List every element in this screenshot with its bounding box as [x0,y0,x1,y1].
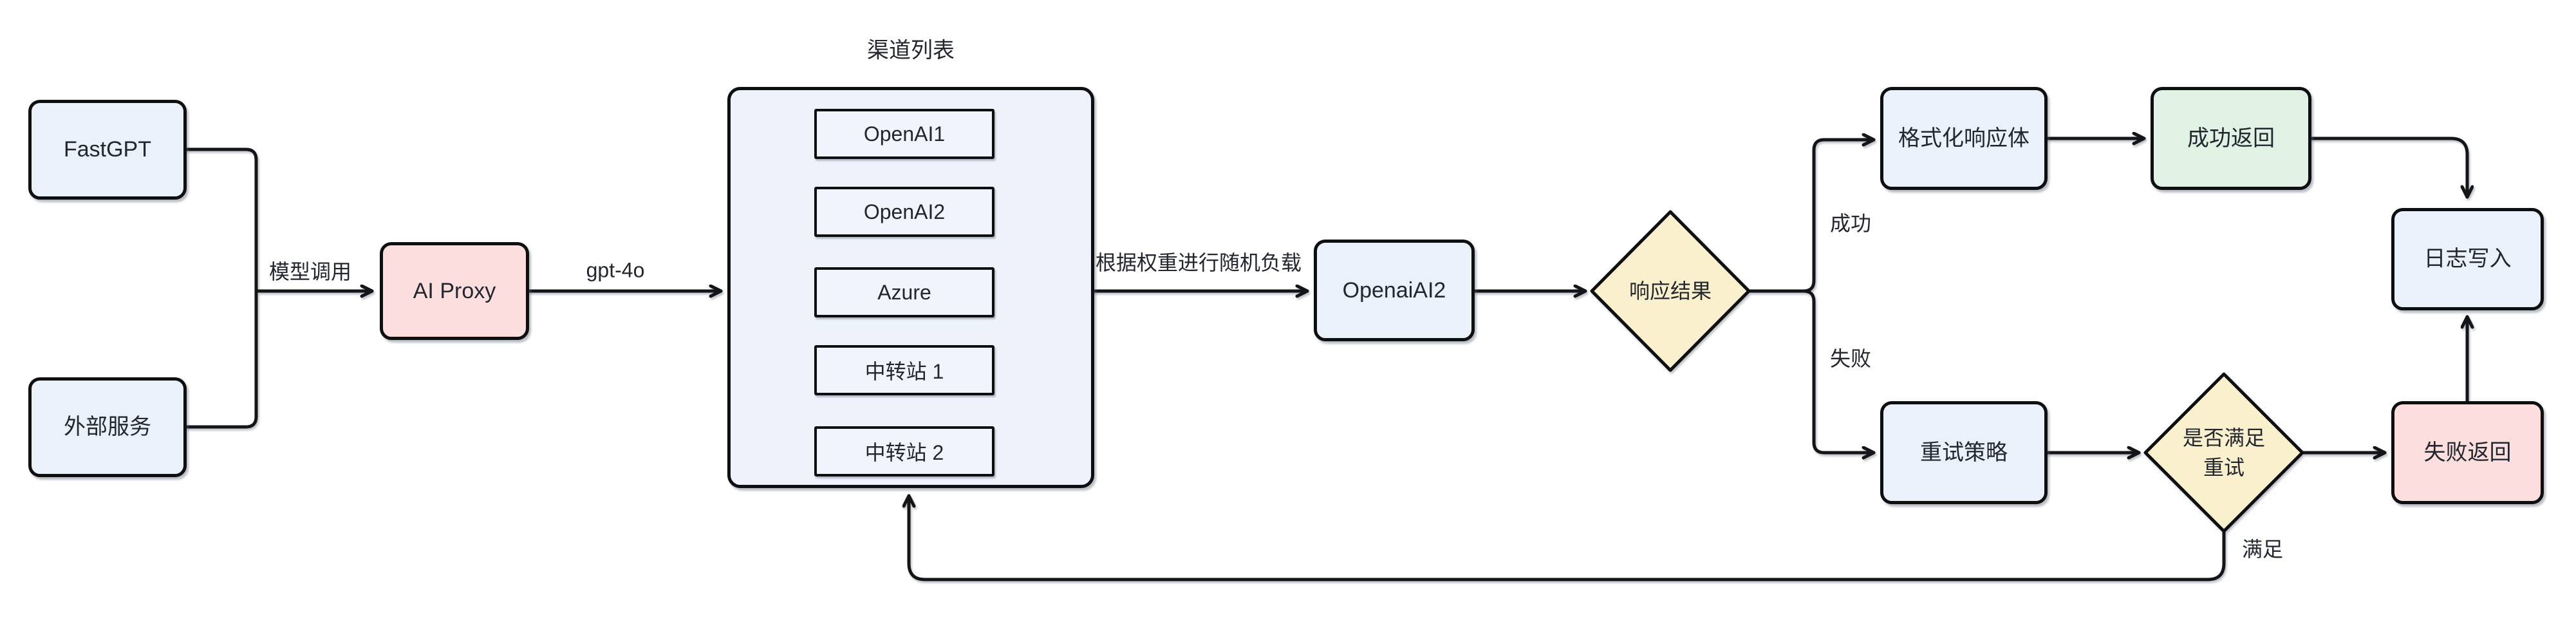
channel-item-openai2-label: OpenAI2 [863,200,946,223]
node-success-return-label: 成功返回 [2187,126,2275,151]
node-fastgpt-label: FastGPT [63,137,152,162]
node-format-response-body: 格式化响应体 [1880,87,2048,190]
node-format-response-body-label: 格式化响应体 [1898,126,2030,151]
decision-response-result-label: 响应结果 [1629,279,1712,303]
node-fail-return: 失败返回 [2391,401,2544,504]
channel-list-container: OpenAI1 OpenAI2 Azure 中转站 1 中转站 2 [727,87,1094,488]
edge-label-fail: 失败 [1829,347,1872,370]
decision-response-result-shape [1590,210,1751,372]
node-openai-ai2: OpenaiAI2 [1314,240,1475,341]
node-ai-proxy: AI Proxy [380,242,529,340]
channel-item-openai2: OpenAI2 [814,187,994,237]
channel-item-azure-label: Azure [877,280,931,304]
decision-retry-check-shape [2143,372,2304,533]
edge-label-model-call: 模型调用 [268,260,352,283]
node-openai-ai2-label: OpenaiAI2 [1342,278,1446,303]
node-ai-proxy-label: AI Proxy [413,278,496,303]
edge-label-success: 成功 [1829,212,1872,235]
decision-retry-check-line2: 重试 [2203,456,2245,479]
node-fastgpt: FastGPT [28,100,187,200]
channel-item-relay2: 中转站 2 [814,426,994,476]
edge-sources-bracket [185,147,258,429]
decision-retry-check-line1: 是否满足 [2182,426,2266,449]
node-external-service: 外部服务 [28,377,187,477]
node-retry-strategy-label: 重试策略 [1920,440,2008,465]
channel-list-title: 渠道列表 [867,38,955,63]
edge-label-weighted-load: 根据权重进行随机负载 [1095,251,1302,274]
decision-retry-check-label: 是否满足 重试 [2183,423,2265,482]
channel-item-openai1: OpenAI1 [814,109,994,159]
edge-success-to-log [2310,137,2467,199]
edge-label-gpt-4o: gpt-4o [586,258,645,282]
node-log-write: 日志写入 [2391,208,2544,310]
channel-item-azure: Azure [814,267,994,317]
channel-item-relay1-label: 中转站 1 [864,360,944,383]
node-external-service-label: 外部服务 [64,415,151,440]
channel-item-openai1-label: OpenAI1 [863,122,946,146]
edge-satisfied-loopback [909,494,2226,581]
node-success-return: 成功返回 [2151,87,2311,190]
node-fail-return-label: 失败返回 [2423,440,2512,465]
edge-response-fail-branch [1747,289,1876,453]
node-retry-strategy: 重试策略 [1880,401,2048,504]
node-log-write-label: 日志写入 [2423,247,2512,272]
edge-label-satisfied: 满足 [2241,538,2284,561]
channel-item-relay1: 中转站 1 [814,345,994,395]
channel-item-relay2-label: 中转站 2 [864,441,944,464]
